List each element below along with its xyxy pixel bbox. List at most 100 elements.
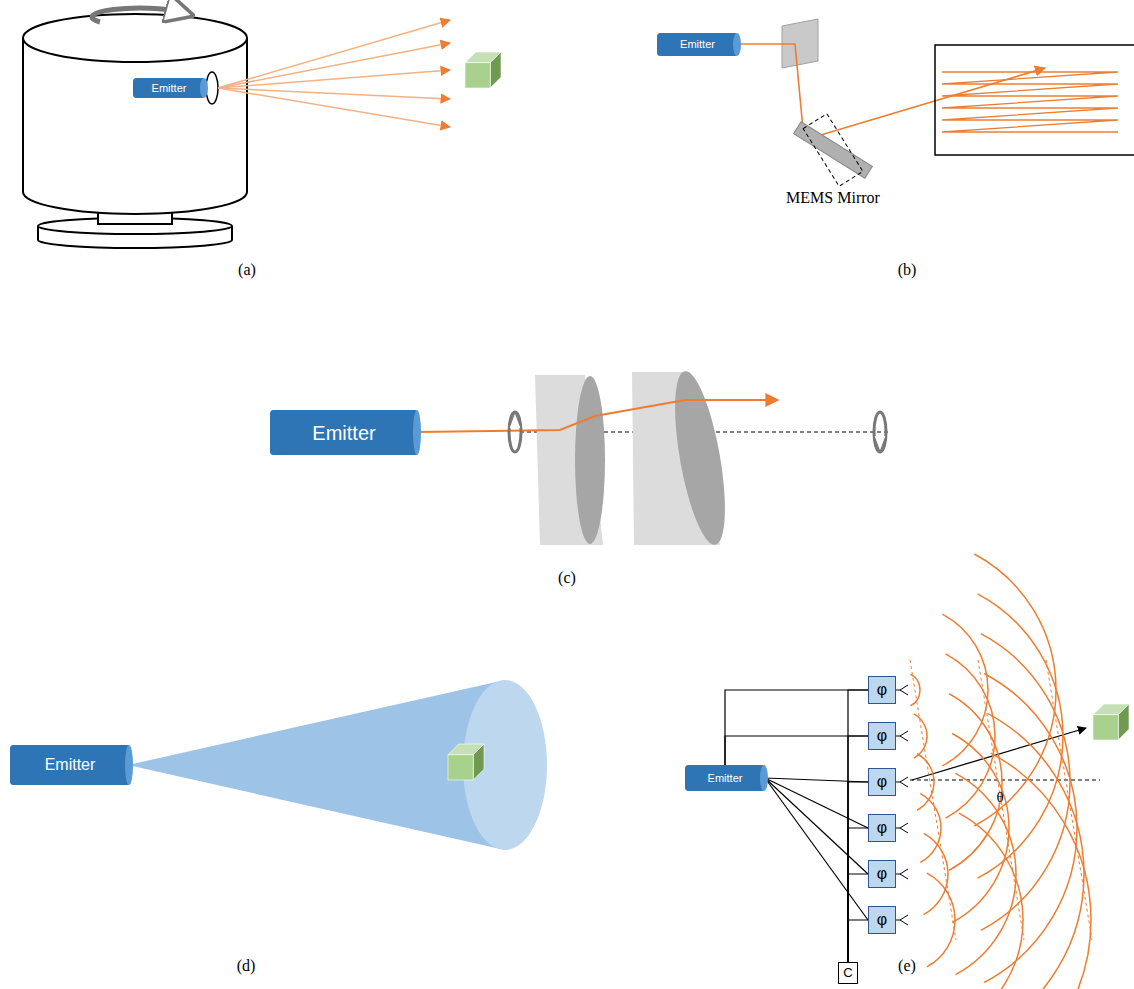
antenna — [896, 731, 908, 741]
phase-front — [910, 660, 956, 940]
cube-side — [473, 744, 484, 780]
rotation-head — [874, 436, 886, 452]
antenna — [896, 823, 908, 833]
node-text: φ — [877, 773, 887, 791]
laser-rays — [218, 20, 450, 127]
node-text: Emitter — [708, 772, 743, 784]
wavefront — [959, 813, 1023, 989]
laser-path — [418, 400, 778, 432]
rotation-arrow — [874, 412, 886, 452]
wavefront — [956, 773, 1016, 974]
prism-face — [665, 368, 735, 548]
wavefront — [927, 873, 955, 967]
flash-lidar — [128, 680, 547, 850]
node-text: φ — [877, 819, 887, 837]
panel-label: (c) — [558, 569, 576, 587]
rotation-arrow — [92, 8, 180, 22]
phase-box: φ — [868, 860, 896, 888]
emitter-cap — [733, 33, 741, 56]
cube-front — [448, 755, 473, 780]
emitter-box: Emitter — [133, 78, 205, 98]
emitter-cap — [125, 745, 133, 785]
ray — [218, 88, 450, 127]
cube-side — [490, 52, 501, 88]
emitter-box: Emitter — [685, 765, 765, 791]
ray — [218, 20, 450, 88]
wavefront — [981, 634, 1070, 931]
wavefront — [991, 753, 1091, 989]
node-text: φ — [877, 911, 887, 929]
phased-array — [896, 554, 1100, 989]
rotation-head — [509, 412, 521, 428]
wavefront — [949, 694, 1002, 871]
wavefront — [974, 554, 1056, 826]
cube-front — [465, 63, 490, 88]
control-line — [848, 920, 868, 962]
phase-front — [978, 660, 1024, 940]
panel-label: (e) — [898, 957, 916, 975]
tilt-outline — [803, 114, 863, 187]
target-cube — [465, 52, 501, 88]
phase-front — [1046, 660, 1092, 940]
prism-face — [575, 376, 605, 544]
control-line — [848, 874, 868, 962]
antenna — [896, 869, 908, 879]
phase-box: φ — [868, 676, 896, 704]
emitter-cap — [413, 410, 421, 455]
housing-body — [23, 38, 247, 214]
antenna — [896, 915, 908, 925]
node-text: φ — [877, 681, 887, 699]
rotation-arrow — [509, 412, 521, 452]
phase-box: φ — [868, 768, 896, 796]
antenna — [896, 777, 908, 787]
phase-box: φ — [868, 722, 896, 750]
phase-box: φ — [868, 814, 896, 842]
light-cone — [128, 680, 505, 850]
ray — [218, 43, 450, 88]
emitter-box: Emitter — [10, 745, 130, 785]
node-text: Emitter — [152, 82, 187, 94]
raster-pattern — [942, 72, 1118, 132]
phase-box: C — [838, 962, 858, 984]
cube-front — [1093, 715, 1118, 740]
feed-line — [765, 778, 868, 828]
emitter-cap — [200, 78, 208, 98]
scan-field — [935, 45, 1134, 155]
panel-label: (a) — [238, 261, 256, 279]
control-line — [848, 782, 868, 962]
node-text: φ — [877, 727, 887, 745]
wavefront — [942, 614, 988, 766]
panel-label: (d) — [237, 957, 256, 975]
feed-line — [725, 736, 868, 765]
angle-label: θ — [996, 789, 1003, 806]
node-text: φ — [877, 865, 887, 883]
control-line — [848, 736, 868, 962]
housing-top — [23, 14, 247, 62]
control-line — [848, 828, 868, 962]
node-text: Emitter — [312, 422, 375, 444]
cone-end — [463, 680, 547, 850]
feed-line — [765, 778, 868, 874]
rotating-lidar — [23, 8, 450, 248]
target-cube — [1093, 704, 1129, 740]
node-text: Emitter — [680, 38, 715, 50]
antenna — [896, 685, 908, 695]
ray — [218, 70, 450, 88]
target-cube — [448, 744, 484, 780]
emitter-box: Emitter — [270, 410, 418, 455]
control-line — [848, 690, 868, 962]
risley-prisms — [418, 368, 890, 548]
panel-label: (b) — [898, 261, 917, 279]
feed-line — [765, 778, 868, 920]
cube-side — [1118, 704, 1129, 740]
node-text: Emitter — [45, 756, 96, 774]
emitter-cap — [760, 765, 768, 791]
wavefront — [946, 654, 995, 818]
mems-mirror — [794, 122, 873, 178]
emitter-box: Emitter — [657, 33, 738, 56]
part-label: MEMS Mirror — [786, 189, 880, 207]
phase-box: φ — [868, 906, 896, 934]
